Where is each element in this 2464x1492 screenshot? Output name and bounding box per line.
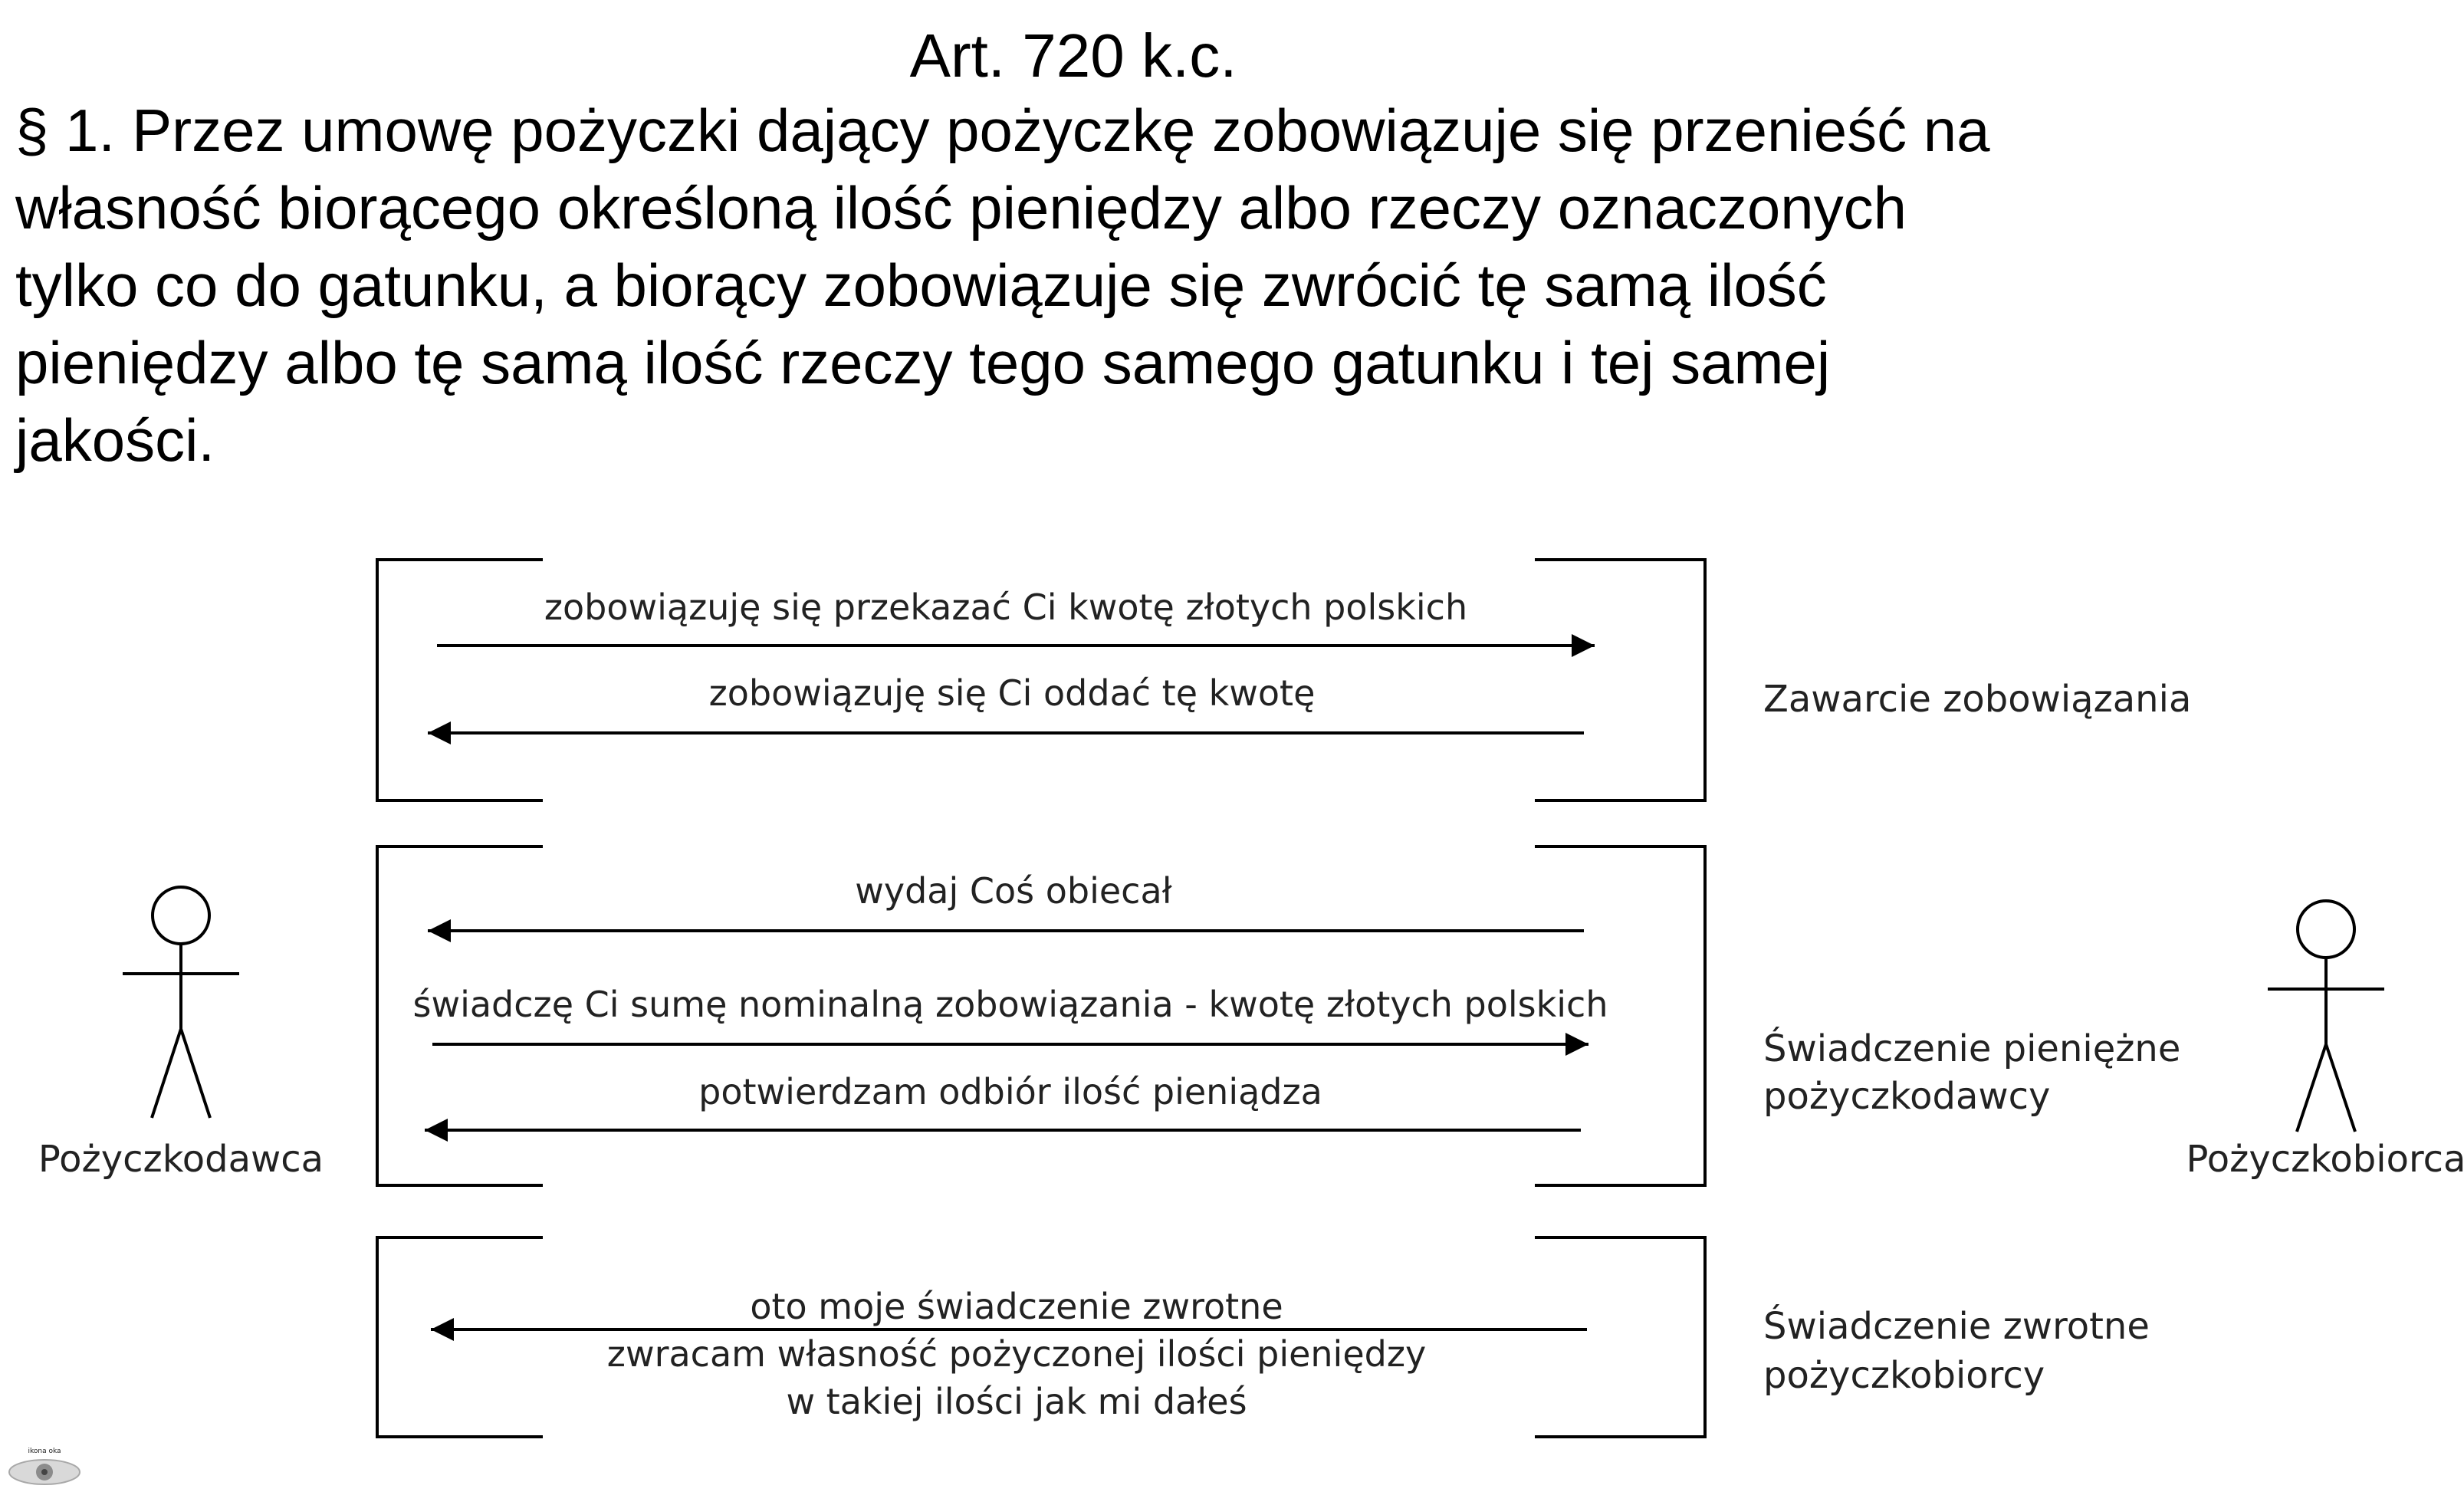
- message-label-2-2: świadczę Ci sumę nominalną zobowiązania …: [413, 984, 1608, 1025]
- article-title: Art. 720 k.c.: [909, 21, 1237, 90]
- article-text: § 1.Przez umowę pożyczki dający pożyczkę…: [15, 92, 2085, 479]
- phase-label-2-line-1: Świadczenie pieniężne: [1763, 1027, 2180, 1070]
- borrower-label: Pożyczkobiorca: [2186, 1138, 2464, 1181]
- paragraph-mark: § 1.: [15, 97, 116, 164]
- message-label-3-1-line-2: zwracam własność pożyczonej ilości pieni…: [607, 1333, 1426, 1375]
- phase-label-3-line-1: Świadczenie zwrotne: [1763, 1304, 2150, 1348]
- article-line-4: pieniędzy albo tę samą ilość rzeczy tego…: [15, 329, 1831, 396]
- phase-label-1: Zawarcie zobowiązania: [1763, 678, 2191, 721]
- phase-frame-2: [376, 845, 1707, 1187]
- lender-actor-icon: [123, 886, 239, 1119]
- phase-frame-1: [376, 558, 1707, 802]
- eye-icon: ikona oka: [8, 1448, 80, 1485]
- message-label-1-1: zobowiązuję się przekazać Ci kwotę złoty…: [544, 587, 1467, 628]
- phase-label-2-line-2: pożyczkodawcy: [1763, 1075, 2050, 1118]
- phase-label-3-line-2: pożyczkobiorcy: [1763, 1354, 2045, 1397]
- message-label-1-2: zobowiązuję się Ci oddać tę kwotę: [709, 672, 1316, 714]
- message-label-3-1-line-1: oto moje świadczenie zwrotne: [750, 1286, 1283, 1327]
- message-label-2-3: potwierdzam odbiór ilość pieniądza: [698, 1071, 1322, 1112]
- article-line-1-text: Przez umowę pożyczki dający pożyczkę zob…: [132, 97, 1990, 164]
- article-line-5: jakości.: [15, 406, 215, 474]
- message-label-2-1: wydaj Coś obiecał: [855, 870, 1172, 912]
- watermark-text: ikona oka: [28, 1448, 61, 1455]
- lender-label: Pożyczkodawca: [38, 1138, 324, 1181]
- phase-frame-3: [376, 1236, 1707, 1438]
- article-line-1: § 1.Przez umowę pożyczki dający pożyczkę…: [15, 92, 2085, 169]
- article-line-3: tylko co do gatunku, a biorący zobowiązu…: [15, 251, 1827, 319]
- article-line-2: własność biorącego określoną ilość pieni…: [15, 174, 1907, 242]
- borrower-actor-icon: [2268, 899, 2384, 1132]
- message-label-3-1-line-3: w takiej ilości jak mi dałeś: [786, 1381, 1247, 1422]
